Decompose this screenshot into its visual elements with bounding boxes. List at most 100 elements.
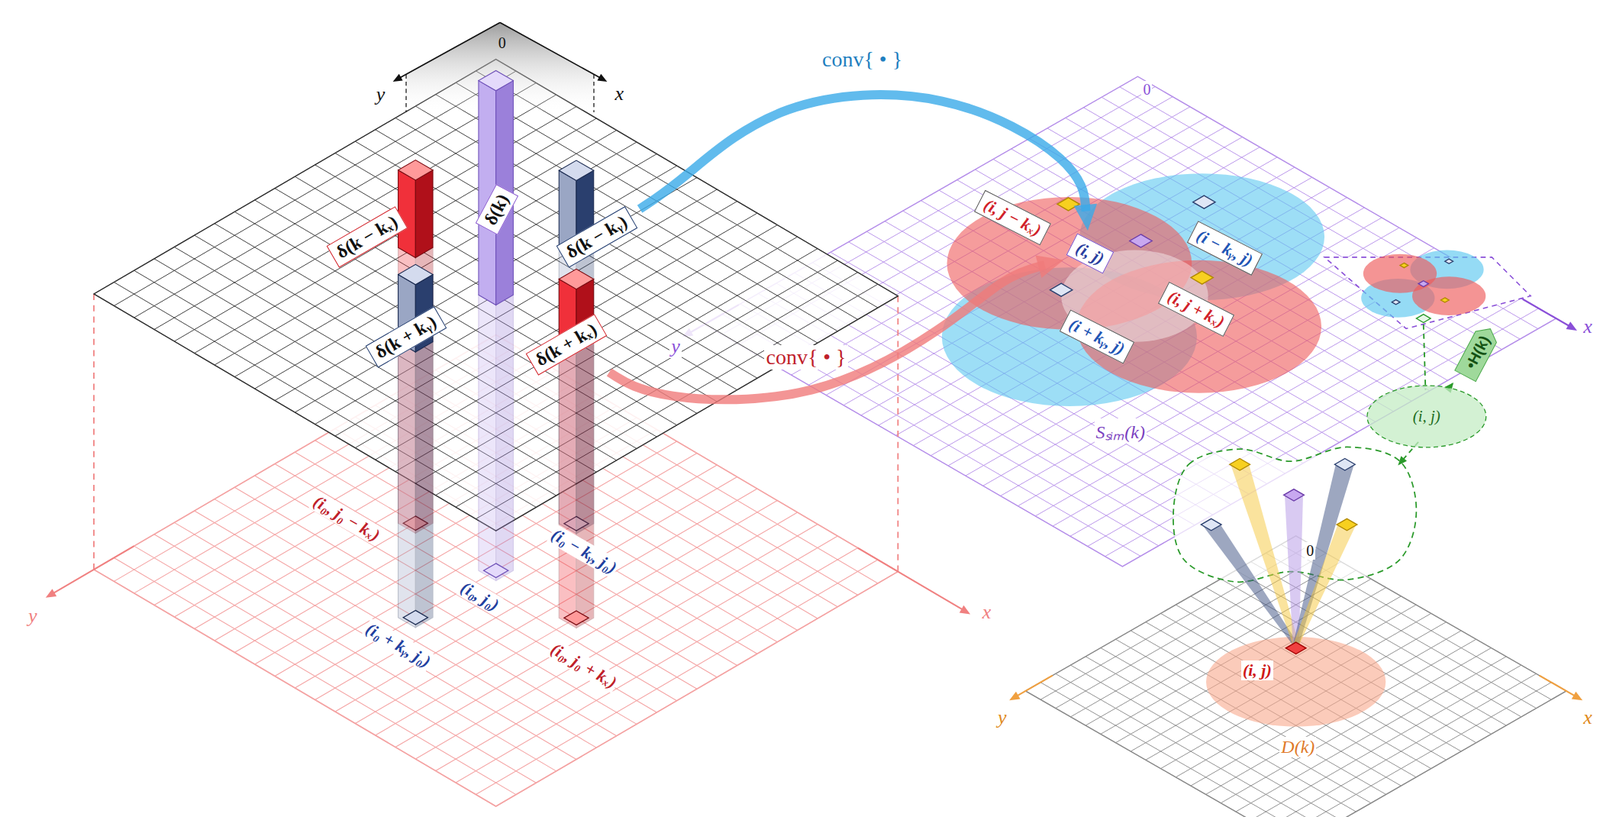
axis-label: x	[613, 82, 626, 106]
ellipse-shape	[1367, 385, 1487, 448]
node-text: (i, j)	[1412, 406, 1441, 426]
light-beam	[1293, 524, 1357, 646]
spectrum-label: Sₛᵢₘ(k)	[1094, 418, 1147, 444]
node-text: (i, j + kₓ)	[1164, 286, 1228, 332]
bar-face	[496, 294, 514, 581]
pixel-marker	[1400, 262, 1409, 268]
arrow-head	[393, 74, 404, 82]
axis-arrow	[1538, 675, 1575, 697]
origin-label: 0	[1141, 80, 1152, 99]
delta-label-box: δ(k + kᵧ)	[365, 306, 447, 368]
delta-label-box: δ(k + kₓ)	[525, 314, 607, 376]
pixel-marker	[1193, 195, 1216, 209]
grid-line	[93, 569, 497, 807]
arrow-head	[1035, 255, 1065, 279]
pixel-marker	[1200, 518, 1222, 531]
grid-line	[1190, 630, 1462, 786]
grid-line	[475, 283, 878, 519]
axis-arrow	[1522, 299, 1571, 327]
convolution-arrow	[609, 264, 1046, 400]
bar-projection	[398, 332, 433, 628]
projection-line	[593, 74, 594, 113]
axis-label: y	[996, 706, 1009, 730]
node-text: (i, j − kₓ)	[980, 194, 1045, 241]
axis-arrow	[1016, 675, 1052, 697]
node-text: δ(k + kₓ)	[532, 319, 600, 371]
edge-label-holder: conv{ • }	[820, 47, 904, 72]
pixel-marker	[403, 609, 428, 625]
axis-arrow	[858, 548, 964, 610]
projection-line	[93, 293, 95, 570]
axis-label: x	[1581, 706, 1594, 730]
node-text: δ(k)	[480, 190, 513, 229]
pixel-marker	[1129, 234, 1152, 248]
pixel-marker	[564, 610, 589, 626]
bar-projection	[478, 284, 513, 581]
coordinate-box: (i, j − kₓ)	[974, 190, 1052, 246]
arrow-head	[1397, 455, 1407, 465]
pixel-marker	[1445, 258, 1454, 264]
coordinate-label: (i₀ − kᵧ, j₀)	[546, 523, 622, 579]
coordinate-label: (i, j)	[1241, 660, 1274, 681]
inset	[1324, 250, 1531, 330]
grid-line	[1130, 630, 1401, 786]
light-beam	[1202, 524, 1300, 646]
delta-bar	[398, 160, 433, 259]
axis-label: x	[1581, 706, 1594, 730]
axis-arrow	[500, 22, 601, 78]
grid-line	[496, 296, 899, 531]
delta-label-box: δ(k)	[475, 183, 519, 236]
pixel-marker	[1283, 489, 1305, 502]
psf-label: D(k)	[1279, 736, 1317, 758]
psf-label: D(k)	[1279, 736, 1317, 758]
light-beam	[1293, 464, 1355, 646]
coordinate-label: (i₀, j₀)	[455, 576, 504, 616]
axis-arrow	[399, 22, 500, 78]
node-text: δ(k − kᵧ)	[562, 211, 631, 263]
projection-line	[896, 296, 899, 572]
pixel-marker	[483, 563, 509, 578]
connector-group	[639, 94, 1097, 231]
bar-projection	[558, 332, 594, 628]
grid-line	[134, 270, 537, 507]
bar-face	[576, 341, 594, 628]
coordinate-label: (i₀, j₀ − kₓ)	[309, 490, 386, 547]
arrow-head	[596, 74, 607, 82]
axis-label: y	[669, 335, 682, 359]
grid-line	[1145, 622, 1417, 778]
coordinate-label: (i₀, j₀ − kₓ)	[309, 490, 386, 547]
bar-face	[398, 341, 417, 628]
pixel-marker	[1190, 270, 1213, 284]
axis-label: y	[669, 335, 682, 359]
grid-line	[134, 545, 537, 783]
bar-face	[415, 170, 433, 259]
bar-top	[398, 264, 433, 284]
axis-label: y	[26, 604, 39, 628]
arrow-head	[959, 605, 971, 615]
arrow-head	[45, 588, 57, 598]
pixel-ellipse: (i, j)	[1366, 384, 1488, 449]
node-text: δ(k + kᵧ)	[371, 311, 440, 363]
coordinate-box: (i, j + kₓ)	[1158, 281, 1235, 337]
coordinate-box: (i − kᵧ, j)	[1187, 220, 1263, 276]
illustration-group	[45, 22, 1583, 817]
spectrum-label: Sₛᵢₘ(k)	[1094, 418, 1147, 444]
grid-line	[1175, 622, 1446, 778]
coordinate-label: (i, j)	[1241, 660, 1274, 681]
bar-top	[478, 70, 513, 91]
coordinate-label: (i₀ + kᵧ, j₀)	[361, 617, 436, 672]
coordinate-label: (i₀, j₀ + kₓ)	[545, 637, 622, 693]
edge-label: conv{ • }	[820, 47, 904, 72]
axis-label: x	[1581, 315, 1594, 339]
node-text: (i, j)	[1072, 237, 1108, 268]
bar-face	[558, 341, 577, 628]
arrow-head	[1009, 691, 1020, 701]
delta-label-box: δ(k − kᵧ)	[556, 206, 638, 268]
axis-label: x	[980, 600, 994, 624]
connector-group	[609, 255, 1064, 400]
edge-label: conv{ • }	[764, 345, 848, 370]
bar-face	[415, 341, 433, 628]
pixel-marker	[1336, 518, 1358, 531]
